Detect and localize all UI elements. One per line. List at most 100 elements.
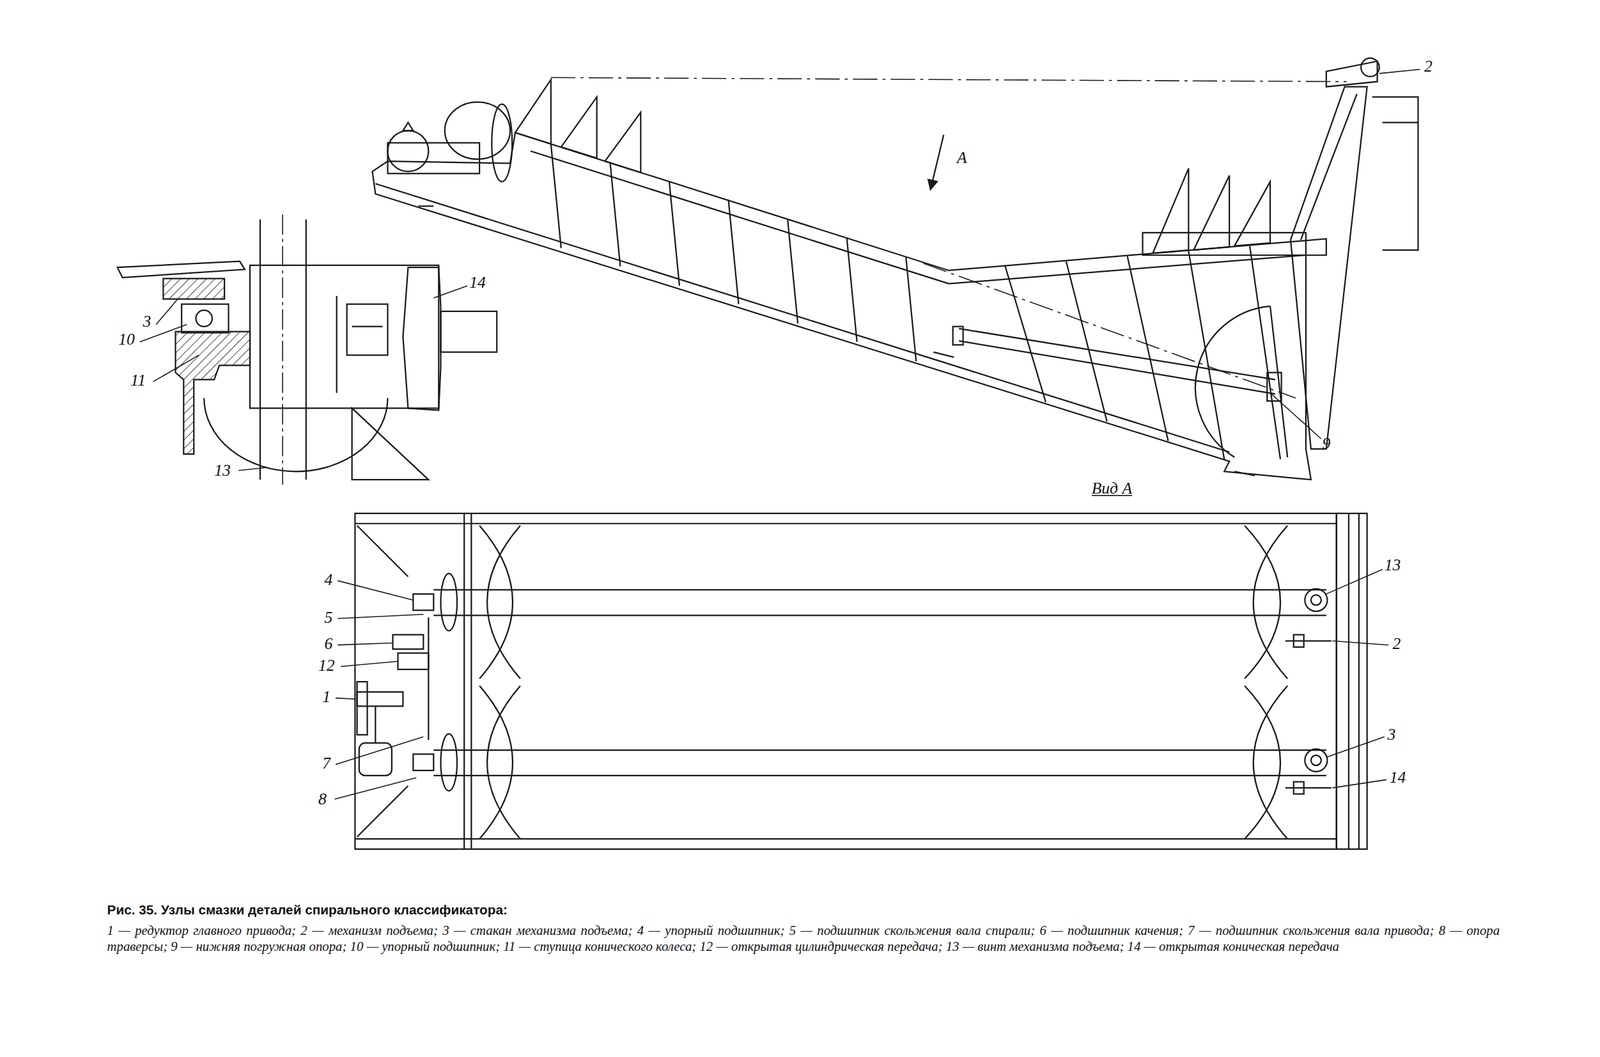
- figure-caption: Рис. 35. Узлы смазки деталей спирального…: [107, 901, 508, 918]
- callout-number: 3: [1387, 725, 1397, 745]
- lubrication-detail-part: [347, 304, 389, 356]
- plan-view-part: [479, 525, 513, 679]
- side-view-part: [604, 112, 641, 173]
- side-view-part: [1234, 471, 1255, 475]
- plan-view-part: [1311, 754, 1322, 766]
- plan-view-part: [440, 573, 458, 631]
- callout-number: 14: [1389, 768, 1407, 787]
- side-view-part: [1195, 306, 1271, 458]
- plan-view-part: [357, 785, 409, 837]
- callout-number: 12: [318, 655, 335, 675]
- leader-lines-part: [1332, 640, 1389, 645]
- plan-view-part: [1285, 786, 1332, 788]
- side-view-part: [387, 142, 480, 174]
- plan-view-part: [440, 733, 458, 791]
- leader-lines-part: [433, 285, 468, 298]
- leader-lines-part: [337, 642, 393, 645]
- side-view-part: [1066, 261, 1108, 422]
- side-view-part: [1290, 86, 1368, 450]
- side-view-part: [787, 219, 798, 324]
- leader-lines-part: [155, 297, 179, 325]
- plan-view-part: [433, 749, 1327, 750]
- side-view-part: [1152, 168, 1189, 253]
- plan-view-part: [412, 593, 434, 611]
- side-view-part: [1360, 58, 1380, 77]
- leader-lines-part: [340, 660, 398, 667]
- plan-view-part: [1244, 685, 1281, 839]
- leader-lines-part: [335, 698, 355, 700]
- plan-view-part: [433, 614, 1327, 616]
- callout-number: 8: [318, 789, 327, 808]
- plan-view-part: [1293, 634, 1305, 647]
- side-view-part: [372, 132, 1327, 480]
- side-view-part: [402, 122, 413, 132]
- leader-lines-part: [337, 614, 424, 619]
- plan-view-part: [357, 691, 404, 706]
- side-view: [372, 58, 1419, 480]
- callout-number: А: [956, 148, 968, 168]
- side-view-part: [387, 130, 429, 172]
- plan-view-part: [412, 753, 434, 771]
- plan-view-part: [1253, 685, 1288, 839]
- side-view-part: [958, 340, 1276, 394]
- plan-view-part: [487, 525, 521, 679]
- lubrication-detail-part: [305, 219, 307, 480]
- view-title: Вид А: [1091, 479, 1133, 498]
- side-view-part: [933, 352, 954, 358]
- plan-view-part: [487, 685, 521, 839]
- caption-legend: 1 — редуктор главного привода; 2 — механ…: [107, 922, 1501, 956]
- plan-view-part: [1285, 640, 1332, 642]
- side-view-part: [1300, 93, 1358, 240]
- leader-lines-part: [1332, 779, 1387, 788]
- plan-view-part: [463, 513, 465, 849]
- callout-number: 2: [1392, 634, 1402, 654]
- side-view-part: [1004, 265, 1046, 403]
- plan-view-part: [392, 634, 424, 649]
- plan-view-part: [479, 685, 513, 839]
- lubrication-detail-part: [163, 278, 225, 300]
- lubrication-detail-part: [175, 331, 251, 455]
- side-view-part: [530, 150, 949, 284]
- lubrication-detail-part: [203, 397, 388, 472]
- lubrication-detail-part: [336, 295, 337, 394]
- plan-view-part: [1304, 588, 1328, 612]
- side-view-part: [1142, 232, 1306, 256]
- callout-number: 10: [118, 330, 135, 350]
- callout-number: 11: [130, 371, 146, 390]
- plan-view-part: [1336, 513, 1368, 849]
- side-view-part: [958, 328, 1276, 380]
- lubrication-detail-part: [352, 407, 429, 480]
- plan-view-part: [354, 513, 1336, 849]
- side-view-part: [669, 181, 680, 286]
- side-view-part: [1270, 306, 1288, 458]
- plan-view: [354, 513, 1367, 849]
- plan-view-part: [1244, 525, 1281, 679]
- side-view-part: [846, 237, 858, 342]
- leader-lines-part: [1326, 569, 1383, 594]
- side-view-part: [444, 102, 511, 160]
- plan-view-part: [1348, 513, 1349, 849]
- plan-view-part: [354, 838, 1336, 839]
- callout-number: 4: [324, 570, 334, 589]
- side-view-part: [1127, 256, 1169, 442]
- side-view-part: [930, 134, 945, 190]
- callout-number: 13: [214, 460, 231, 480]
- leader-lines-part: [334, 777, 417, 800]
- side-view-part: [953, 326, 964, 346]
- plan-view-part: [1311, 594, 1322, 605]
- plan-view-part: [433, 774, 1327, 776]
- plan-view-part: [428, 617, 429, 741]
- leader-lines: [139, 69, 1421, 800]
- leader-lines-part: [337, 580, 413, 600]
- side-view-part: [561, 97, 598, 159]
- plan-view-part: [433, 589, 1327, 591]
- lubrication-detail-part: [195, 310, 213, 327]
- callout-number: 6: [324, 634, 334, 654]
- leader-lines-part: [335, 736, 424, 764]
- plan-view-part: [1293, 781, 1305, 794]
- side-view-part: [515, 79, 552, 144]
- lubrication-detail-part: [249, 265, 439, 408]
- plan-view-part: [471, 513, 472, 849]
- callout-number: 7: [322, 753, 331, 773]
